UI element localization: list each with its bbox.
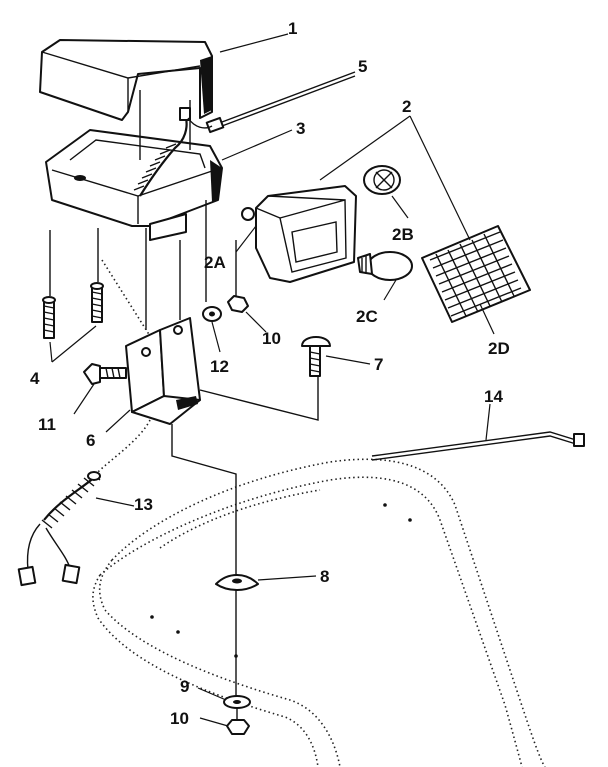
part-7-carriage-bolt bbox=[301, 336, 331, 377]
callout-8: 8 bbox=[320, 567, 329, 586]
part-3-housing-base bbox=[45, 129, 223, 241]
callout-2b: 2B bbox=[392, 225, 414, 244]
callout-3: 3 bbox=[296, 119, 305, 138]
part-2a-lamp-reflector bbox=[241, 185, 357, 283]
part-12-washer bbox=[202, 306, 222, 322]
part-8-curved-washer bbox=[215, 574, 259, 591]
callout-9: 9 bbox=[180, 677, 189, 696]
callout-11: 11 bbox=[38, 415, 56, 434]
callout-6: 6 bbox=[86, 431, 95, 450]
callout-5: 5 bbox=[358, 57, 367, 76]
part-2c-bulb bbox=[357, 251, 413, 281]
part-10-nut-bottom bbox=[226, 719, 250, 735]
part-11-bolt bbox=[83, 363, 127, 385]
callout-2: 2 bbox=[402, 97, 411, 116]
callout-1: 1 bbox=[288, 19, 297, 38]
part-13-coiled-cord bbox=[17, 471, 101, 587]
part-10-nut-upper bbox=[227, 295, 249, 313]
callout-labels: 1 5 2 3 2B 2A 2C 10 2D 7 12 4 14 11 6 13… bbox=[30, 19, 510, 728]
assembly-lines bbox=[49, 90, 319, 720]
part-1-housing-cover bbox=[39, 39, 213, 121]
callout-2a: 2A bbox=[204, 253, 226, 272]
part-6-mounting-bracket bbox=[125, 317, 201, 425]
part-9-washer bbox=[223, 695, 251, 709]
callout-13: 13 bbox=[134, 495, 153, 514]
part-14-rod bbox=[371, 431, 585, 461]
frame-outline bbox=[92, 458, 546, 767]
callout-4: 4 bbox=[30, 369, 40, 388]
leader-lines bbox=[49, 33, 495, 727]
callout-12: 12 bbox=[210, 357, 229, 376]
part-5-wire bbox=[221, 71, 356, 127]
callout-2c: 2C bbox=[356, 307, 378, 326]
housing-wire-coil bbox=[133, 107, 225, 197]
callout-14: 14 bbox=[484, 387, 503, 406]
callout-10-lower: 10 bbox=[170, 709, 189, 728]
callout-2d: 2D bbox=[488, 339, 510, 358]
part-4-screws bbox=[42, 282, 104, 339]
callout-10-upper: 10 bbox=[262, 329, 281, 348]
part-2b-bulb-socket bbox=[363, 165, 401, 195]
part-2d-lens bbox=[421, 225, 531, 323]
callout-7: 7 bbox=[374, 355, 383, 374]
